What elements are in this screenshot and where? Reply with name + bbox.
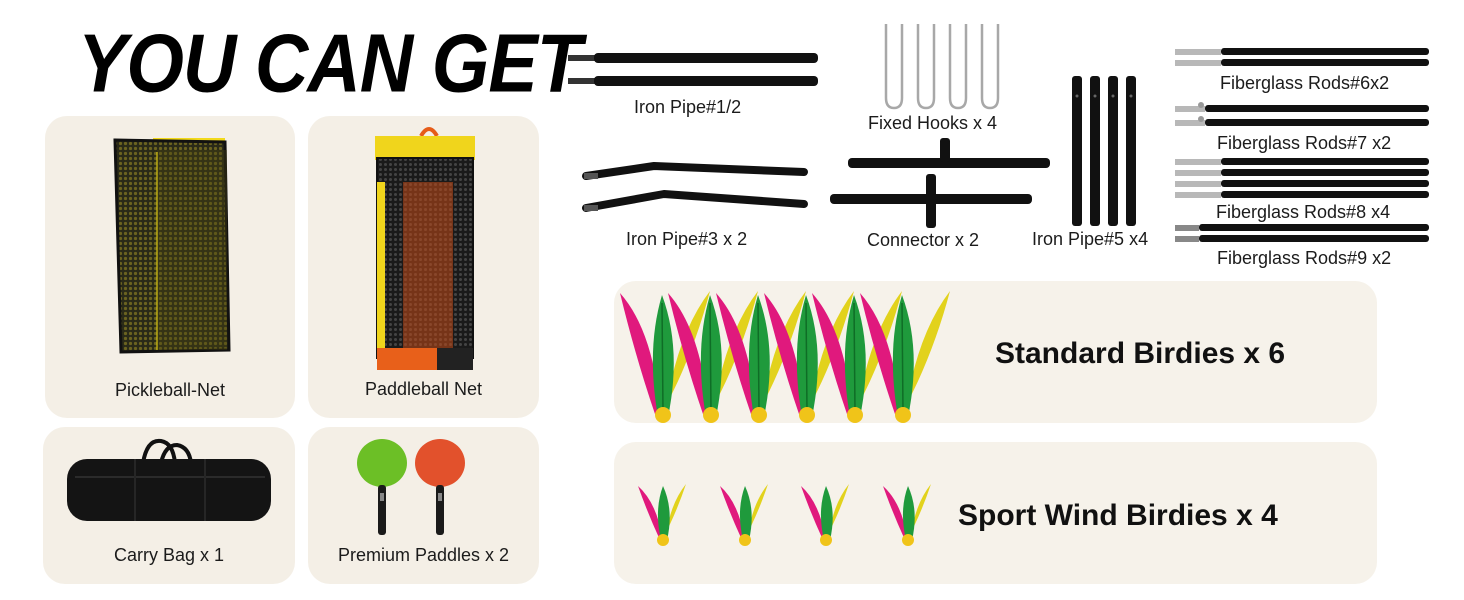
standard-birdies-image bbox=[619, 290, 951, 424]
connector-image bbox=[830, 138, 1050, 228]
iron-pipe-5-label: Iron Pipe#5 x4 bbox=[1032, 229, 1149, 249]
card-carry-bag: Carry Bag x 1 bbox=[43, 427, 295, 584]
sport-wind-birdies-image bbox=[638, 484, 931, 546]
standard-birdies-label: Standard Birdies x 6 bbox=[995, 337, 1286, 370]
fiberglass-rods-7-label: Fiberglass Rods#7 x2 bbox=[1217, 133, 1392, 153]
paddles-image bbox=[357, 439, 465, 535]
card-sport-wind-birdies: Sport Wind Birdies x 4 bbox=[614, 442, 1377, 584]
paddleball-net-label: Paddleball Net bbox=[364, 379, 483, 399]
fixed-hooks-image bbox=[884, 24, 1000, 110]
card-paddles: Premium Paddles x 2 bbox=[308, 427, 539, 584]
fiberglass-rods-6-image bbox=[1175, 48, 1429, 66]
fiberglass-rods-9-label: Fiberglass Rods#9 x2 bbox=[1217, 248, 1392, 268]
iron-pipe-5-image bbox=[1072, 76, 1136, 226]
iron-pipe-1-2-label: Iron Pipe#1/2 bbox=[634, 97, 742, 117]
iron-pipe-3-image bbox=[582, 162, 808, 212]
fiberglass-rods-6-label: Fiberglass Rods#6x2 bbox=[1220, 73, 1390, 93]
fiberglass-rods-9-image bbox=[1175, 224, 1429, 242]
carry-bag-image bbox=[67, 438, 271, 521]
card-paddleball-net: Paddleball Net bbox=[308, 116, 539, 418]
fiberglass-rods-8-image bbox=[1175, 158, 1429, 198]
fiberglass-rods-8-label: Fiberglass Rods#8 x4 bbox=[1216, 202, 1391, 222]
paddleball-net-image bbox=[375, 127, 475, 370]
iron-pipe-1-2-image bbox=[568, 53, 818, 86]
fixed-hooks-label: Fixed Hooks x 4 bbox=[868, 113, 998, 133]
paddles-label: Premium Paddles x 2 bbox=[337, 545, 510, 565]
connector-label: Connector x 2 bbox=[867, 230, 980, 250]
card-standard-birdies: Standard Birdies x 6 bbox=[614, 281, 1377, 424]
card-pickleball-net: Pickleball-Net bbox=[45, 116, 295, 418]
headline: YOU CAN GET bbox=[78, 16, 582, 110]
fiberglass-rods-7-image bbox=[1175, 102, 1429, 126]
iron-pipe-3-label: Iron Pipe#3 x 2 bbox=[626, 229, 748, 249]
pickleball-net-label: Pickleball-Net bbox=[114, 380, 226, 400]
sport-wind-birdies-label: Sport Wind Birdies x 4 bbox=[958, 499, 1278, 532]
carry-bag-label: Carry Bag x 1 bbox=[113, 545, 225, 565]
pickleball-net-image bbox=[113, 138, 231, 354]
